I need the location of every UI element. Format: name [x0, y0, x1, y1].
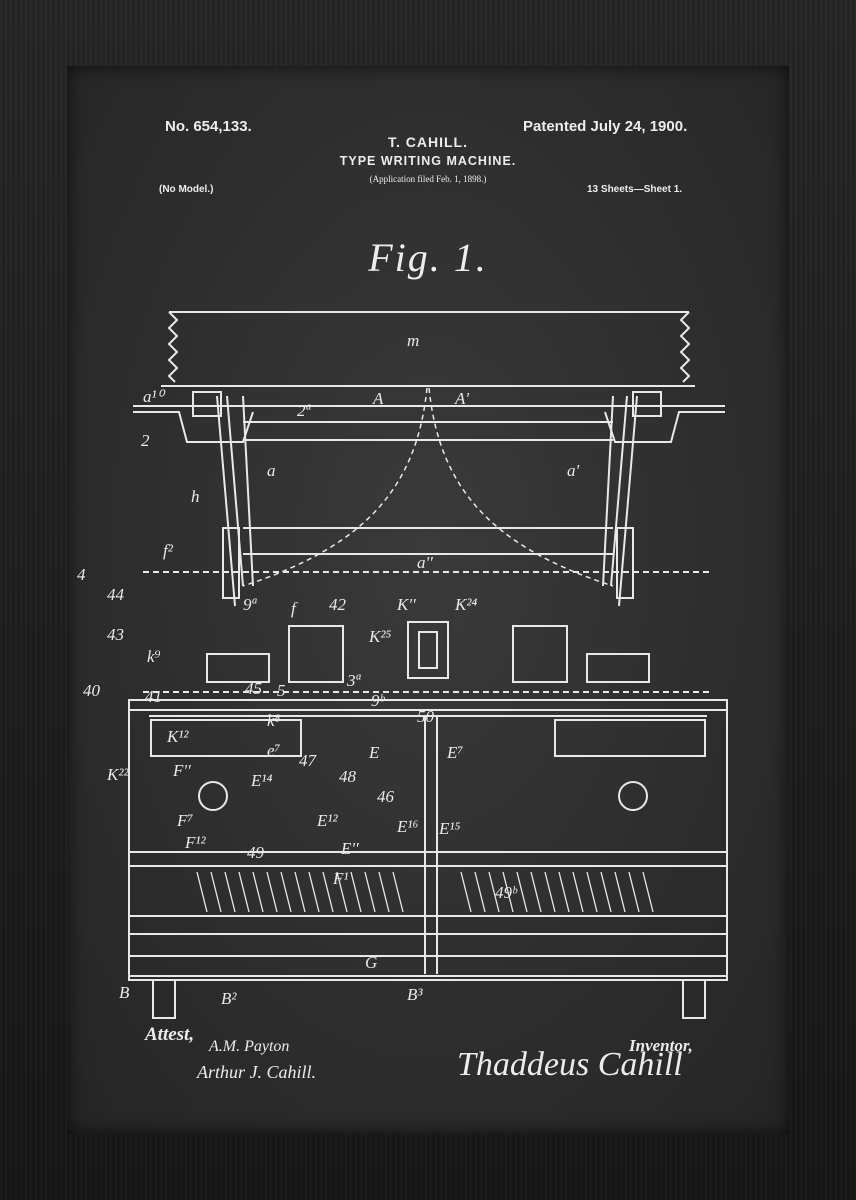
center-frame-inner [418, 631, 438, 669]
callout-label: a' [567, 461, 580, 480]
left-upright [216, 395, 254, 607]
callout-label: 49 [247, 843, 265, 862]
callout-label: a¹⁰ [143, 387, 166, 406]
left-bracket [192, 391, 222, 417]
sheet-count: 13 Sheets—Sheet 1. [587, 184, 683, 195]
callout-label: 2ª [297, 401, 312, 420]
patent-sheet: No. 654,133. T. CAHILL. Patented July 24… [67, 66, 789, 1134]
right-block-40 [586, 653, 650, 683]
callout-label: f² [163, 541, 174, 560]
center-column [424, 716, 438, 974]
inventor-name: T. CAHILL. [388, 134, 468, 150]
left-block-47 [150, 719, 302, 757]
callout-label: 47 [299, 751, 318, 770]
callout-label: e⁷ [267, 741, 281, 760]
callout-label: E¹⁶ [396, 817, 418, 836]
left-spring-housing [222, 527, 240, 599]
callout-label: a [267, 461, 276, 480]
callout-label: 43 [107, 625, 124, 644]
callout-label: 45 [245, 679, 262, 698]
callout-label: 42 [329, 595, 347, 614]
witness-signature-2: Arthur J. Cahill. [197, 1062, 317, 1082]
callout-label: B [119, 983, 130, 1002]
callout-label: 44 [107, 585, 125, 604]
center-frame [407, 621, 449, 679]
right-foot [682, 980, 706, 1019]
callout-label: 4 [77, 565, 86, 584]
callout-label: B² [221, 989, 237, 1008]
callout-label: 46 [377, 787, 395, 806]
left-block-41 [288, 625, 344, 683]
callout-label: E⁷ [446, 743, 463, 762]
carriage-rails [243, 421, 613, 555]
callout-label: 40 [83, 681, 101, 700]
attest-label: Attest, [145, 1024, 195, 1045]
patent-date: Patented July 24, 1900. [523, 118, 688, 135]
callout-label: a'' [417, 553, 433, 572]
right-block-41 [512, 625, 568, 683]
callout-label: A [372, 389, 384, 408]
callout-label: 5 [277, 681, 286, 700]
callout-label: k⁸ [267, 711, 281, 730]
left-block-40 [206, 653, 270, 683]
callout-label: F¹² [184, 833, 206, 852]
left-pulley [198, 781, 228, 811]
key-hatch [196, 871, 654, 913]
patent-number: No. 654,133. [165, 118, 252, 135]
main-body [128, 699, 728, 977]
left-foot [152, 980, 176, 1019]
inventor-signature: Thaddeus Cahill [457, 1046, 683, 1083]
right-bracket [632, 391, 662, 417]
witness-signature-1: A.M. Payton [209, 1038, 290, 1055]
body-top [129, 709, 727, 717]
callout-label: A' [454, 389, 469, 408]
callout-label: F'' [172, 761, 191, 780]
callout-label: B³ [407, 985, 423, 1004]
right-pulley [618, 781, 648, 811]
callout-label: E [368, 743, 380, 762]
callout-label: 2 [141, 431, 150, 450]
paper-outline [161, 311, 695, 387]
callout-label: 9ª [243, 595, 258, 614]
curve-A [242, 387, 428, 587]
callout-label: E¹⁴ [250, 771, 272, 790]
callout-label: E'' [340, 839, 359, 858]
callout-label: K'' [396, 595, 416, 614]
callout-label: G [365, 953, 377, 972]
inventor-label: Inventor, [629, 1036, 693, 1055]
callout-label: f [291, 599, 298, 618]
curve-A-prime [428, 387, 614, 587]
no-model-note: (No Model.) [159, 184, 214, 195]
base-plate [128, 955, 728, 981]
callout-label: K²⁴ [454, 595, 477, 614]
callout-label: h [191, 487, 200, 506]
patent-title: TYPE WRITING MACHINE. [339, 154, 517, 168]
callout-label: K²⁵ [368, 627, 391, 646]
right-block-47 [554, 719, 706, 757]
callout-label: K²² [106, 765, 129, 784]
callout-label: m [407, 331, 419, 350]
callout-label: F¹ [332, 869, 348, 888]
right-spring-housing [616, 527, 634, 599]
figure-label: Fig. 1. [368, 235, 488, 280]
keys-shelf [129, 851, 727, 935]
callout-label: E¹⁵ [438, 819, 460, 838]
right-upright [602, 395, 638, 607]
callout-label: 50 [417, 707, 435, 726]
callout-label: 41 [145, 687, 162, 706]
callout-label: 48 [339, 767, 357, 786]
callout-label: k⁹ [147, 647, 161, 666]
callout-label: K¹² [166, 727, 189, 746]
callout-label: 49ᵇ [495, 883, 518, 902]
callout-label: 9ᵇ [371, 691, 386, 710]
callout-label: E¹² [316, 811, 338, 830]
callout-label: F⁷ [176, 811, 193, 830]
application-date: (Application filed Feb. 1, 1898.) [369, 174, 487, 184]
callout-label: 3ª [346, 671, 362, 690]
